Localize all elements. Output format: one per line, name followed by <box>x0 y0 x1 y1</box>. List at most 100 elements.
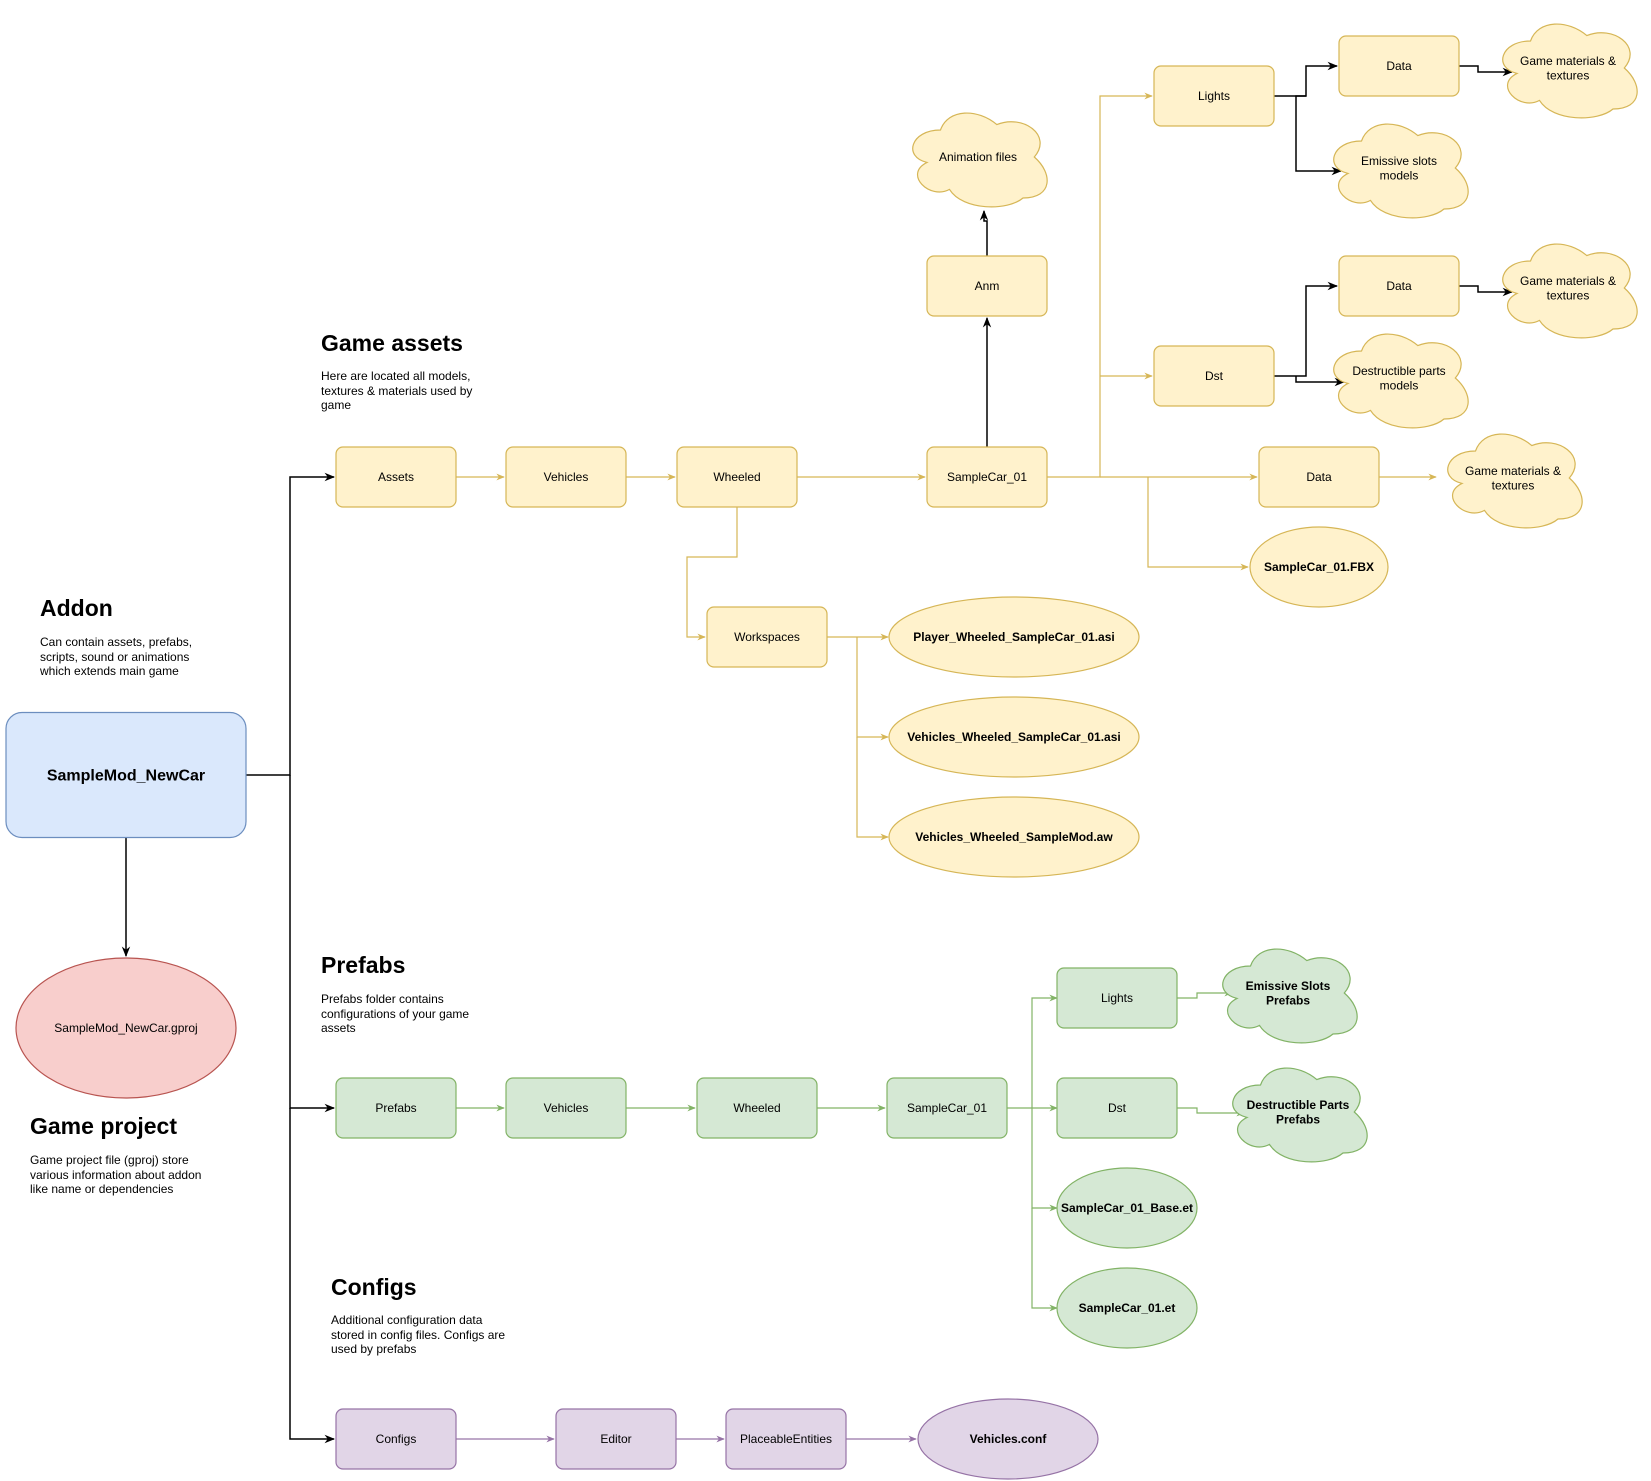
node-label: Vehicles_Wheeled_SampleCar_01.asi <box>907 730 1120 744</box>
node-shape <box>1333 123 1469 219</box>
node-shape <box>725 1408 847 1470</box>
node-shape <box>1502 23 1638 119</box>
connector-arrow <box>1177 1107 1245 1117</box>
node-assets: Assets <box>335 446 457 508</box>
node-a-dst: Dst <box>1153 345 1275 407</box>
node-label: SampleCar_01_Base.et <box>1061 1201 1193 1215</box>
node-a-dst-gm: Game materials &textures <box>1502 243 1638 339</box>
node-shape <box>1447 433 1583 529</box>
node-label: SampleCar_01.FBX <box>1264 560 1374 574</box>
node-label: Game materials &textures <box>1465 464 1561 492</box>
node-shape <box>1502 243 1638 339</box>
connector-arrow <box>1147 477 1249 571</box>
prefabs-heading: Prefabs <box>321 952 406 978</box>
connector-arrow <box>1031 1108 1058 1212</box>
connector-arrow <box>856 737 889 841</box>
configs-description: Additional configuration data stored in … <box>331 1313 506 1356</box>
node-shape <box>888 696 1140 778</box>
node-label: SampleCar_01.et <box>1079 1301 1176 1315</box>
game-project-description: Game project file (gproj) store various … <box>30 1153 202 1196</box>
node-a-data: Data <box>1258 446 1380 508</box>
node-anm: Anm <box>926 255 1048 317</box>
node-label: Data <box>1306 470 1332 484</box>
node-shape <box>696 1077 818 1139</box>
node-root: SampleMod_NewCar <box>5 711 247 839</box>
node-label: Prefabs <box>375 1101 416 1115</box>
addon-heading: Addon <box>40 595 113 621</box>
node-shape <box>1333 333 1469 429</box>
connector-arrow <box>1274 61 1339 97</box>
game-project-heading: Game project <box>30 1113 177 1139</box>
connector-arrow <box>856 637 889 741</box>
node-shape <box>5 711 247 839</box>
connector-arrow <box>1459 65 1514 77</box>
node-label: Vehicles.conf <box>970 1432 1048 1446</box>
node-c-editor: Editor <box>555 1408 677 1470</box>
node-shape <box>555 1408 677 1470</box>
node-shape <box>912 112 1048 208</box>
node-label: SampleCar_01 <box>907 1101 987 1115</box>
node-prefabs: Prefabs <box>335 1077 457 1139</box>
node-p-base-et: SampleCar_01_Base.et <box>1056 1167 1198 1249</box>
node-shape <box>505 446 627 508</box>
connector-arrow <box>686 507 738 641</box>
node-label: Game materials &textures <box>1520 54 1616 82</box>
node-a-vehicles: Vehicles <box>505 446 627 508</box>
node-p-lights: Lights <box>1056 967 1178 1029</box>
addon-description: Can contain assets, prefabs, scripts, so… <box>40 635 193 678</box>
node-gproj: SampleMod_NewCar.gproj <box>15 957 237 1099</box>
node-p-et: SampleCar_01.et <box>1056 1267 1198 1349</box>
node-shape <box>888 796 1140 878</box>
node-shape <box>335 1077 457 1139</box>
node-a-fbx: SampleCar_01.FBX <box>1249 526 1389 608</box>
node-label: Vehicles <box>544 470 589 484</box>
node-label: SampleMod_NewCar.gproj <box>54 1021 197 1035</box>
connectors <box>121 61 1514 1444</box>
node-shape <box>1338 35 1460 97</box>
node-c-vehicles-conf: Vehicles.conf <box>917 1398 1099 1480</box>
node-shape <box>1153 345 1275 407</box>
node-label: Wheeled <box>713 470 760 484</box>
node-label: Data <box>1386 279 1412 293</box>
game-assets-description: Here are located all models, textures & … <box>321 369 473 412</box>
node-shape <box>335 446 457 508</box>
connector-arrow <box>1047 92 1153 478</box>
node-p-wheeled: Wheeled <box>696 1077 818 1139</box>
connector-arrow <box>289 775 336 1113</box>
connector-arrow <box>1177 989 1233 999</box>
connector-arrow <box>1295 95 1343 176</box>
node-label: Editor <box>600 1432 631 1446</box>
prefabs-description: Prefabs folder contains configurations o… <box>321 992 470 1035</box>
node-a-data-gm: Game materials &textures <box>1447 433 1583 529</box>
connector-arrow <box>1274 281 1339 377</box>
node-label: SampleCar_01 <box>947 470 1027 484</box>
node-shape <box>917 1398 1099 1480</box>
node-label: Dst <box>1108 1101 1127 1115</box>
node-label: Lights <box>1198 89 1230 103</box>
connector-arrow <box>1459 285 1514 297</box>
node-a-wheeled: Wheeled <box>676 446 798 508</box>
node-label: Workspaces <box>734 630 800 644</box>
node-configs: Configs <box>335 1408 457 1470</box>
node-label: Wheeled <box>733 1101 780 1115</box>
node-a-lights-gm: Game materials &textures <box>1502 23 1638 119</box>
node-label: SampleMod_NewCar <box>47 768 205 785</box>
node-shape <box>15 957 237 1099</box>
node-shape <box>926 255 1048 317</box>
connector-arrow <box>1031 1208 1058 1312</box>
node-label: Animation files <box>939 150 1017 164</box>
node-shape <box>1056 1167 1198 1249</box>
node-shape <box>1258 446 1380 508</box>
connector-arrow <box>246 472 336 776</box>
configs-heading: Configs <box>331 1274 417 1300</box>
node-ws-vehicles: Vehicles_Wheeled_SampleCar_01.asi <box>888 696 1140 778</box>
node-shape <box>1249 526 1389 608</box>
node-shape <box>1222 948 1358 1044</box>
node-ws-player: Player_Wheeled_SampleCar_01.asi <box>888 596 1140 678</box>
game-assets-heading: Game assets <box>321 330 463 356</box>
